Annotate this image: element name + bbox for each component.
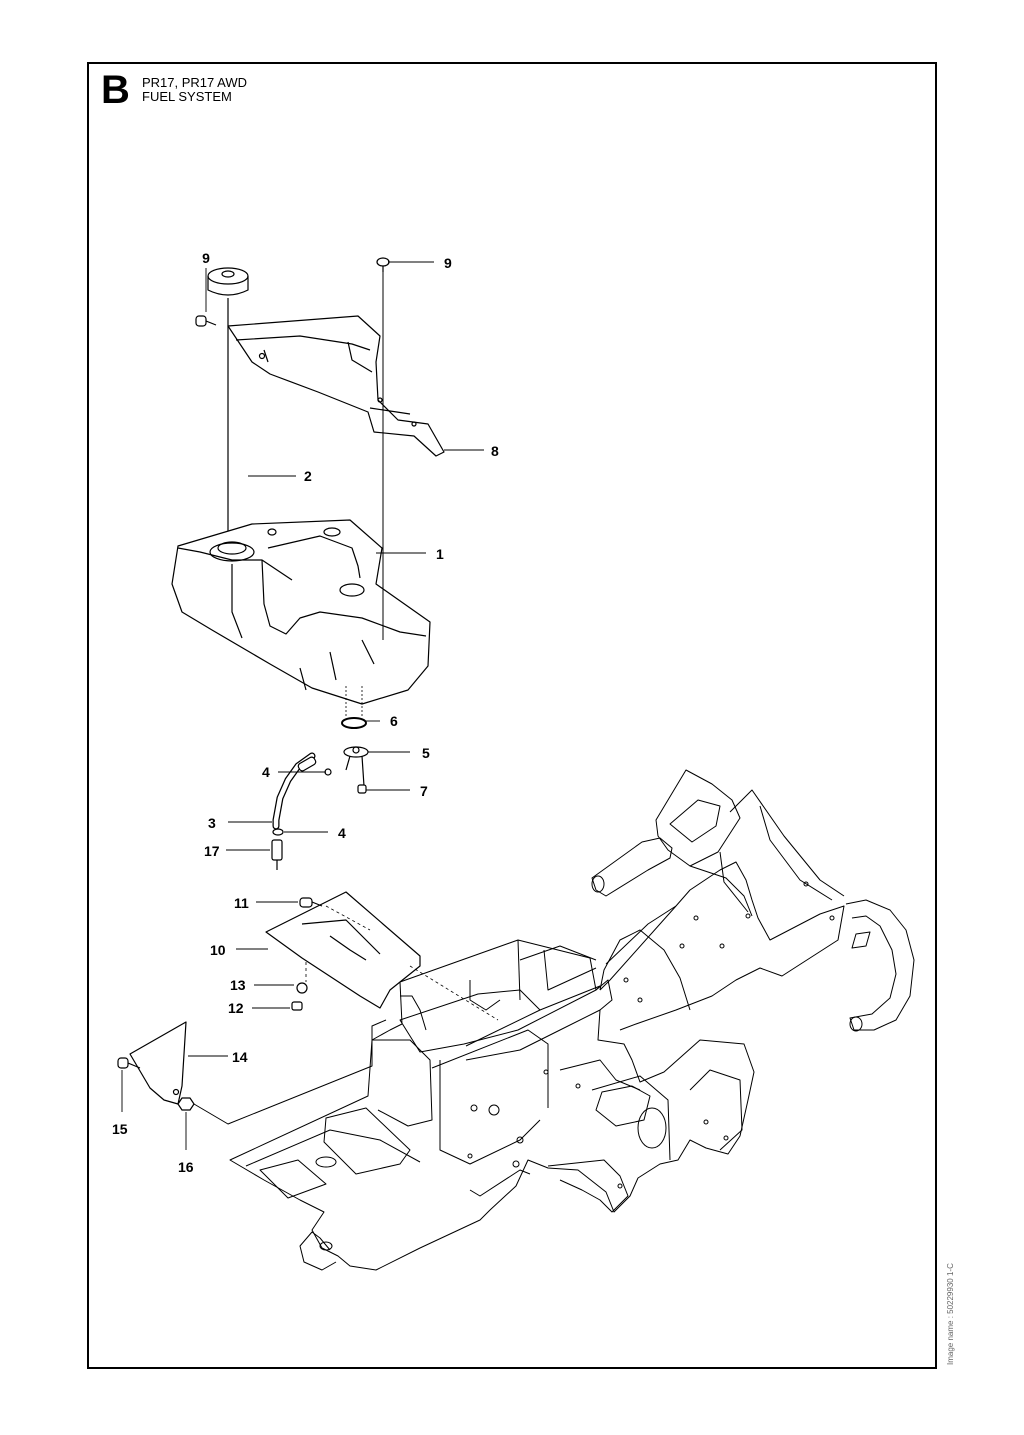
- callout-labels: 9 9 8 2 1 6 5 4 7 3 4 17 11 10 13 12 14 …: [112, 250, 499, 1175]
- clip-4-lower: [272, 828, 284, 836]
- screw-7: [357, 784, 367, 794]
- fuel-cap: [207, 267, 249, 540]
- callout-16: 16: [178, 1159, 194, 1175]
- callout-7: 7: [420, 783, 428, 799]
- callout-12: 12: [228, 1000, 244, 1016]
- nut-16-assembly-line: [193, 1019, 387, 1125]
- callout-13: 13: [230, 977, 246, 993]
- callout-3: 3: [208, 815, 216, 831]
- washer-13: [296, 982, 308, 994]
- nut-16: [177, 1097, 195, 1111]
- bolt-15: [117, 1057, 141, 1069]
- bracket-14: [129, 1021, 187, 1105]
- callout-4-lower: 4: [338, 825, 346, 841]
- mount-bracket: [265, 891, 421, 1009]
- callout-9-top: 9: [444, 255, 452, 271]
- fuel-hose: [272, 752, 317, 830]
- image-name-label: Image name : 50229930 1-C: [946, 1263, 955, 1365]
- fuel-tank: [171, 519, 431, 705]
- callout-15: 15: [112, 1121, 128, 1137]
- section-letter: B: [101, 68, 130, 112]
- screw-11: [299, 897, 323, 908]
- callout-8: 8: [491, 443, 499, 459]
- callout-6: 6: [390, 713, 398, 729]
- drawing-frame: [87, 62, 937, 1369]
- model-names: PR17, PR17 AWD: [142, 75, 248, 90]
- assembly-lines: [305, 905, 499, 1021]
- fuel-fitting: [271, 839, 283, 870]
- callout-4-upper: 4: [262, 764, 270, 780]
- o-ring: [341, 717, 367, 729]
- callout-14: 14: [232, 1049, 248, 1065]
- chassis-frame: [229, 769, 915, 1271]
- callout-10: 10: [210, 942, 226, 958]
- callout-17: 17: [204, 843, 220, 859]
- system-title: FUEL SYSTEM: [142, 89, 232, 104]
- leader-lines: [121, 261, 484, 1150]
- screw-9-top: [376, 257, 390, 272]
- callout-11: 11: [234, 895, 249, 911]
- callout-2: 2: [304, 468, 312, 484]
- screw-12: [291, 1001, 303, 1011]
- fuel-valve: [343, 746, 369, 787]
- screw-9-left: [195, 315, 217, 327]
- callout-9-left: 9: [202, 250, 210, 266]
- callout-1: 1: [436, 546, 444, 562]
- tank-cover-shield: [227, 315, 445, 457]
- callout-5: 5: [422, 745, 430, 761]
